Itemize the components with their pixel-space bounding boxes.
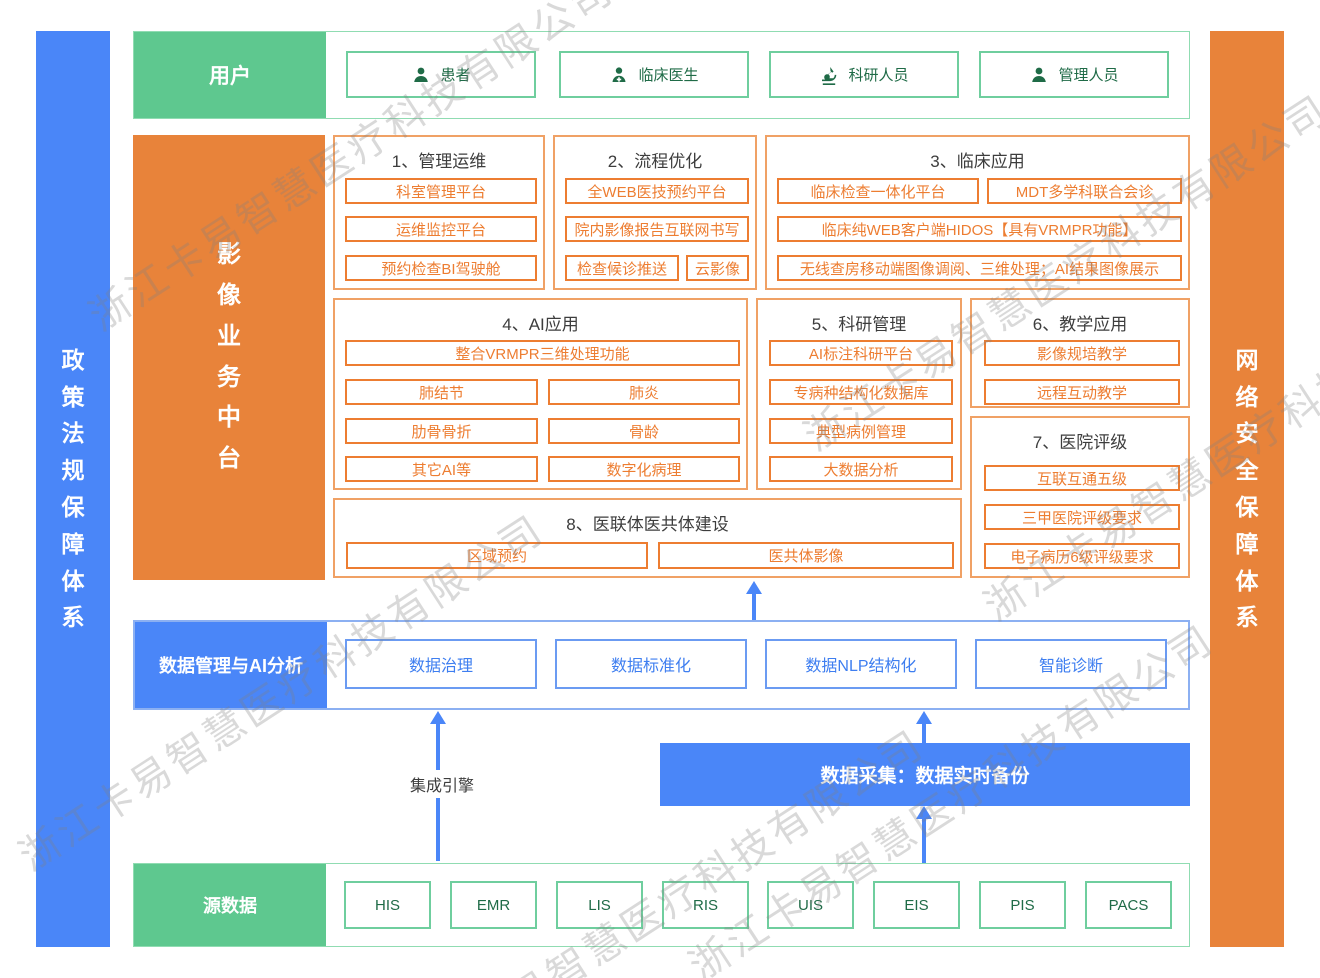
section-item: 肺结节: [345, 379, 538, 405]
section-item: 骨龄: [548, 418, 740, 444]
user-item-label: 临床医生: [638, 67, 699, 84]
section-item: 院内影像报告互联网书写: [565, 216, 749, 242]
section-item: 远程互动教学: [984, 379, 1180, 405]
section-item: 肺炎: [548, 379, 740, 405]
section-item: 无线查房移动端图像调阅、三维处理；AI结果图像展示: [777, 255, 1182, 281]
policy-guarantee-bar: 政策法规保障体系: [36, 31, 110, 947]
section-title: 5、科研管理: [811, 315, 907, 334]
source-item: RIS: [662, 881, 749, 929]
source-item: PACS: [1085, 881, 1172, 929]
section-teaching-apps: 6、教学应用 影像规培教学 远程互动教学: [970, 298, 1190, 408]
user-row-label: 用户: [134, 32, 326, 118]
source-item: UIS: [767, 881, 854, 929]
section-item: 三甲医院评级要求: [984, 504, 1180, 530]
section-management-ops: 1、管理运维 科室管理平台 运维监控平台 预约检查BI驾驶舱: [333, 135, 545, 290]
section-item: 肋骨骨折: [345, 418, 538, 444]
section-ai-apps: 4、AI应用 整合VRMPR三维处理功能 肺结节 肺炎 肋骨骨折 骨龄 其它AI…: [333, 298, 748, 490]
integration-engine-label: 集成引擎: [404, 770, 481, 798]
section-medical-alliance: 8、医联体医共体建设 区域预约 医共体影像: [333, 498, 962, 578]
section-item: 数字化病理: [548, 456, 740, 482]
section-hospital-rating: 7、医院评级 互联互通五级 三甲医院评级要求 电子病历6级评级要求: [970, 416, 1190, 578]
data-mgmt-item: 数据NLP结构化: [765, 639, 957, 689]
source-data-row: 源数据 HIS EMR LIS RIS UIS EIS PIS PACS: [133, 863, 1190, 947]
user-row: 用户 患者 临床医生 科研人员 管理人员: [133, 31, 1190, 119]
microscope-icon: [819, 65, 839, 85]
section-item: 运维监控平台: [345, 216, 537, 242]
patient-icon: [411, 65, 431, 85]
imaging-platform-panel: 影像业务中台: [133, 135, 325, 580]
section-item: 大数据分析: [769, 456, 953, 482]
data-collection-bar: 数据采集：数据实时备份: [660, 743, 1190, 806]
user-item: 患者: [346, 51, 536, 98]
section-item: 典型病例管理: [769, 418, 953, 444]
section-item: 科室管理平台: [345, 178, 537, 204]
source-data-row-label: 源数据: [134, 864, 326, 946]
source-item: PIS: [979, 881, 1066, 929]
arrow-up-from-collection: [916, 711, 932, 743]
network-security-label: 网络安全保障体系: [1235, 346, 1259, 631]
section-title: 4、AI应用: [502, 315, 579, 334]
section-research-mgmt: 5、科研管理 AI标注科研平台 专病种结构化数据库 典型病例管理 大数据分析: [756, 298, 962, 490]
section-item: 区域预约: [346, 542, 648, 569]
arrow-up-to-collection: [916, 806, 932, 863]
source-item: HIS: [344, 881, 431, 929]
section-item: 专病种结构化数据库: [769, 379, 953, 405]
data-mgmt-row: 数据管理与AI分析 数据治理 数据标准化 数据NLP结构化 智能诊断: [133, 620, 1190, 710]
data-mgmt-row-label: 数据管理与AI分析: [135, 622, 327, 708]
doctor-icon: [609, 65, 629, 85]
section-title: 1、管理运维: [391, 152, 487, 171]
section-title: 7、医院评级: [1032, 433, 1128, 452]
section-item: 整合VRMPR三维处理功能: [345, 340, 740, 366]
network-security-bar: 网络安全保障体系: [1210, 31, 1284, 947]
arrow-up-to-platform: [746, 581, 762, 620]
source-item: LIS: [556, 881, 643, 929]
section-item: 临床纯WEB客户端HIDOS【具有VRMPR功能】: [777, 216, 1182, 242]
section-item: 检查候诊推送: [565, 255, 679, 281]
section-item: AI标注科研平台: [769, 340, 953, 366]
user-item-label: 患者: [440, 67, 471, 84]
user-item: 科研人员: [769, 51, 959, 98]
section-item: 全WEB医技预约平台: [565, 178, 749, 204]
section-title: 3、临床应用: [930, 152, 1025, 171]
manager-icon: [1029, 65, 1049, 85]
data-mgmt-item: 数据治理: [345, 639, 537, 689]
source-item: EIS: [873, 881, 960, 929]
section-item: 影像规培教学: [984, 340, 1180, 366]
policy-guarantee-label: 政策法规保障体系: [61, 346, 85, 631]
user-item: 管理人员: [979, 51, 1169, 98]
user-item: 临床医生: [559, 51, 749, 98]
section-item: 互联互通五级: [984, 465, 1180, 491]
section-title: 6、教学应用: [1032, 315, 1128, 334]
imaging-platform-label: 影像业务中台: [217, 241, 241, 473]
section-item: 云影像: [686, 255, 749, 281]
section-item: 其它AI等: [345, 456, 538, 482]
section-item: 医共体影像: [658, 542, 954, 569]
section-clinical-apps: 3、临床应用 临床检查一体化平台 MDT多学科联合会诊 临床纯WEB客户端HID…: [765, 135, 1190, 290]
user-item-label: 管理人员: [1058, 67, 1119, 84]
data-mgmt-item: 数据标准化: [555, 639, 747, 689]
data-mgmt-item: 智能诊断: [975, 639, 1167, 689]
source-item: EMR: [450, 881, 537, 929]
section-item: MDT多学科联合会诊: [987, 178, 1182, 204]
section-title: 2、流程优化: [607, 152, 703, 171]
section-item: 临床检查一体化平台: [777, 178, 979, 204]
section-process-optimization: 2、流程优化 全WEB医技预约平台 院内影像报告互联网书写 检查候诊推送 云影像: [553, 135, 757, 290]
section-item: 预约检查BI驾驶舱: [345, 255, 537, 281]
section-title: 8、医联体医共体建设: [566, 515, 729, 534]
section-item: 电子病历6级评级要求: [984, 543, 1180, 569]
user-item-label: 科研人员: [848, 67, 909, 84]
